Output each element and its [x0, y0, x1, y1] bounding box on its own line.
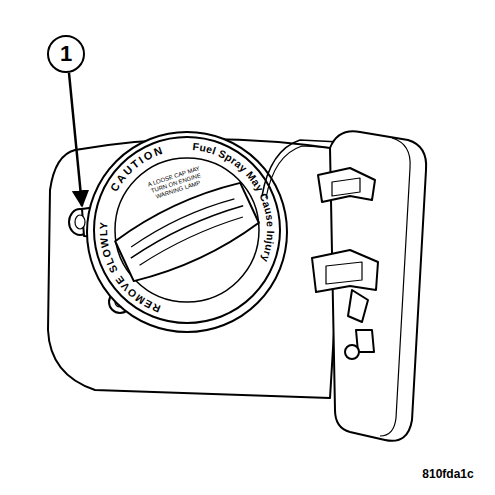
figure-code: 810fda1c: [422, 468, 473, 482]
leader-line: [69, 73, 82, 206]
callout-number: 1: [60, 41, 72, 66]
cap-grip: [112, 177, 262, 288]
remove-instruction: REMOVE SLOWLY: [97, 221, 162, 315]
filler-neck: [87, 132, 287, 332]
remove-instruction: REMOVE SLOWLY: [97, 221, 162, 315]
warning-text: Fuel Spray May Cause Injury: [192, 140, 277, 264]
door-hinge: [312, 168, 378, 359]
fuel-cap: [94, 137, 280, 323]
callout-circle: [48, 36, 84, 72]
warning-text: Fuel Spray May Cause Injury: [192, 140, 277, 264]
filler-housing: [48, 139, 345, 398]
